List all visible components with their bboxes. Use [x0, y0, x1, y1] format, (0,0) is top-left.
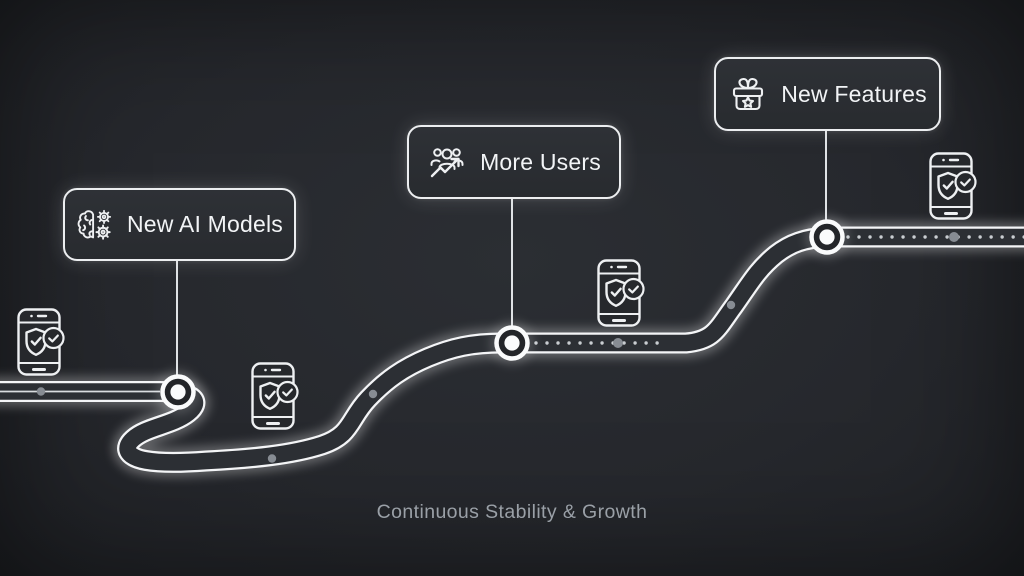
- milestone-node-1: [156, 370, 200, 414]
- callout-more-users: More Users: [407, 125, 621, 199]
- milestone-node-2: [490, 321, 534, 365]
- road-progress-dots: [36, 232, 959, 463]
- caption-text: Continuous Stability & Growth: [376, 501, 648, 523]
- callout-label: More Users: [480, 148, 601, 175]
- phone-marker-2: [251, 362, 299, 430]
- callout-label: New Features: [781, 80, 927, 107]
- gift-icon: [733, 77, 764, 111]
- road-lane-markings: [0, 235, 1024, 393]
- callout-new-features: New Features: [714, 57, 941, 131]
- phone-marker-4: [929, 152, 977, 220]
- callout-label: New AI Models: [127, 211, 283, 237]
- users-growth-icon: [430, 148, 464, 178]
- phone-marker-3: [597, 259, 645, 327]
- callout-connectors: [176, 128, 827, 375]
- phone-marker-1: [17, 308, 65, 376]
- callout-new-ai-models: New AI Models: [63, 188, 296, 261]
- brain-gears-icon: [77, 209, 112, 240]
- milestone-node-3: [805, 215, 849, 259]
- road-path: [0, 222, 1024, 478]
